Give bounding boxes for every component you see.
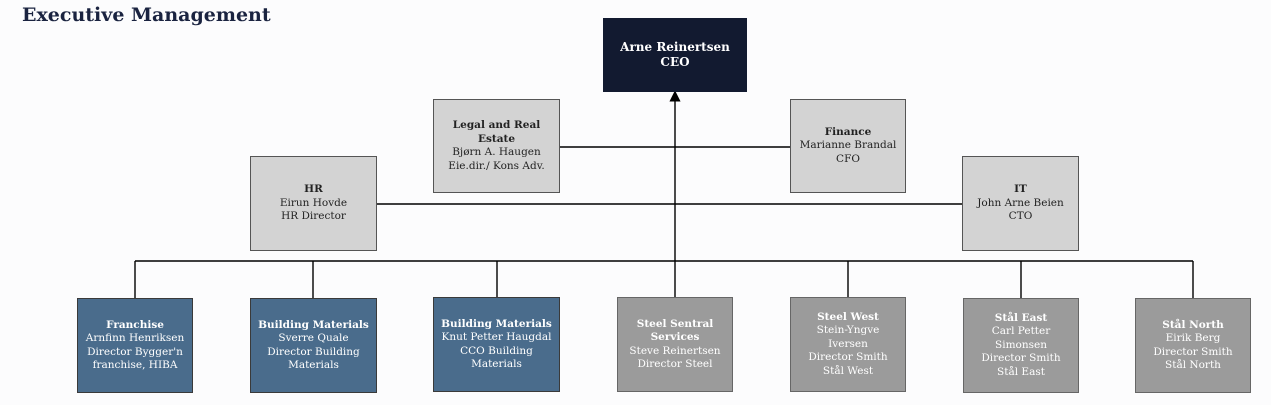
hr-name: Eirun Hovde: [279, 196, 348, 209]
unit-role: Director Smith Stål East: [981, 352, 1061, 378]
legal-box: Legal and Real Estate Bjørn A. Haugen Ei…: [433, 99, 560, 193]
unit-title: Stål East: [994, 311, 1048, 324]
unit-building-materials-cco-box: Building Materials Knut Petter Haugdal C…: [433, 297, 560, 392]
unit-franchise-box: Franchise Arnfinn Henriksen Director Byg…: [77, 298, 193, 393]
finance-box: Finance Marianne Brandal CFO: [790, 99, 906, 193]
unit-title: Stål North: [1162, 318, 1224, 331]
finance-role: CFO: [836, 152, 860, 165]
unit-role: Director Smith Stål West: [808, 351, 888, 377]
finance-title: Finance: [824, 125, 872, 138]
unit-name: Eirik Berg: [1165, 332, 1221, 344]
unit-role: Director Smith Stål North: [1153, 345, 1233, 372]
unit-building-materials-box: Building Materials Sverre Quale Director…: [250, 298, 377, 393]
unit-role: Director Bygger'n franchise, HIBA: [87, 345, 183, 372]
unit-title: Steel West: [817, 310, 879, 323]
legal-name: Bjørn A. Haugen: [452, 146, 541, 158]
unit-stal-north-box: Stål North Eirik Berg Director Smith Stå…: [1135, 298, 1251, 393]
unit-role: Director Steel: [637, 358, 713, 370]
unit-steel-west-box: Steel West Stein-Yngve Iversen Director …: [790, 297, 906, 392]
unit-name: Sverre Quale: [278, 332, 349, 344]
legal-title: Legal and Real Estate: [452, 119, 541, 145]
hr-role: HR Director: [281, 210, 346, 223]
unit-name: Arnfinn Henriksen: [85, 332, 185, 344]
ceo-role: CEO: [660, 55, 690, 69]
unit-role: Director Building Materials: [267, 345, 360, 372]
it-title: IT: [1014, 183, 1027, 196]
unit-title: Building Materials: [258, 318, 369, 331]
it-name: John Arne Beien: [977, 196, 1064, 209]
ceo-box: Arne Reinertsen CEO: [603, 18, 747, 92]
finance-name: Marianne Brandal: [799, 139, 897, 152]
unit-stal-east-box: Stål East Carl Petter Simonsen Director …: [963, 298, 1079, 393]
unit-steel-sentral-box: Steel Sentral Services Steve Reinertsen …: [617, 297, 733, 392]
unit-title: Building Materials: [441, 317, 552, 330]
page-title: Executive Management: [22, 4, 271, 26]
hr-box: HR Eirun Hovde HR Director: [250, 156, 377, 251]
unit-title: Steel Sentral Services: [636, 317, 714, 344]
unit-name: Knut Petter Haugdal: [441, 331, 552, 343]
unit-name: Stein-Yngve Iversen: [816, 324, 880, 350]
it-role: CTO: [1008, 210, 1033, 223]
unit-name: Steve Reinertsen: [629, 344, 721, 357]
ceo-name: Arne Reinertsen: [620, 40, 730, 54]
legal-role: Eie.dir./ Kons Adv.: [448, 159, 545, 172]
it-box: IT John Arne Beien CTO: [962, 156, 1079, 251]
unit-name: Carl Petter Simonsen: [991, 325, 1051, 351]
unit-title: Franchise: [106, 318, 164, 331]
unit-role: CCO Building Materials: [460, 344, 533, 371]
hr-title: HR: [304, 183, 323, 196]
